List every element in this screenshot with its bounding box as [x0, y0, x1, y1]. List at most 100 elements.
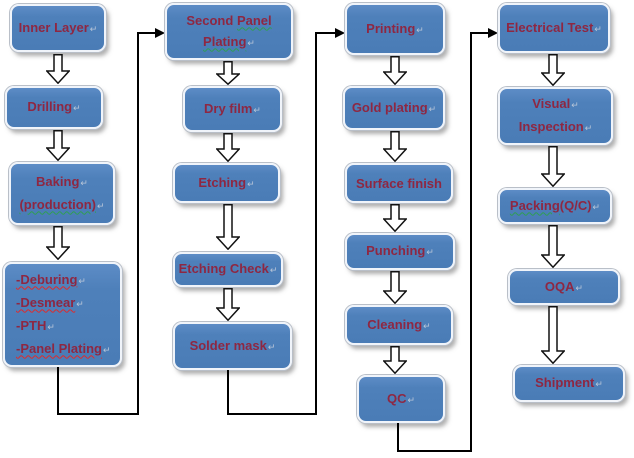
line-break-mark: ↵	[267, 341, 276, 352]
connector-col1-col2-segment	[137, 32, 157, 34]
line-break-mark: ↵	[407, 394, 416, 405]
box-label: Second Panel	[186, 12, 272, 28]
line-break-mark: ↵	[426, 247, 434, 257]
flow-box-surface-finish: Surface finish	[345, 163, 453, 203]
box-label: Baking↵	[36, 171, 88, 194]
down-arrow	[540, 225, 566, 273]
connector-col3-col4-segment	[397, 423, 399, 452]
connector-col3-col4-segment	[470, 32, 490, 34]
line-break-mark: ↵	[97, 200, 105, 211]
line-break-mark: ↵	[575, 282, 584, 293]
connector-col2-col3-segment	[315, 32, 317, 415]
box-label: Solder mask↵	[190, 335, 276, 358]
flow-box-cleaning: Cleaning↵	[345, 305, 453, 345]
box-label: Surface finish	[356, 175, 442, 191]
down-arrow	[540, 306, 566, 369]
flow-box-etching-check: Etching Check↵	[173, 252, 283, 287]
connector-col3-col4-segment	[397, 450, 472, 452]
box-label: Printing↵	[366, 18, 424, 41]
connector-col1-col2-segment	[57, 413, 139, 415]
line-break-mark: ↵	[102, 344, 111, 355]
box-label: -Desmear↵	[16, 292, 84, 315]
flow-box-process-group: -Deburing↵ -Desmear↵ -PTH↵ -Panel Platin…	[3, 262, 122, 367]
connector-col1-col2-segment	[137, 32, 139, 415]
down-arrow	[540, 146, 566, 192]
box-label: Shipment↵	[535, 372, 603, 395]
down-arrow	[382, 131, 408, 167]
box-label: Inner Layer↵	[19, 17, 98, 40]
line-break-mark: ↵	[416, 24, 424, 35]
connector-col2-col3-segment	[315, 32, 337, 34]
flow-box-inner-layer: Inner Layer↵	[10, 4, 106, 52]
box-label: Cleaning↵	[367, 314, 430, 337]
box-label: Inspection↵	[519, 116, 593, 139]
box-label: -Panel Plating↵	[16, 338, 111, 361]
box-label: Electrical Test↵	[506, 17, 602, 40]
line-break-mark: ↵	[595, 379, 603, 389]
line-break-mark: ↵	[47, 321, 55, 332]
flow-box-packing: Packing(Q/C)↵	[498, 188, 612, 224]
down-arrow	[382, 346, 408, 379]
line-break-mark: ↵	[73, 103, 81, 113]
line-break-mark: ↵	[269, 265, 278, 275]
line-break-mark: ↵	[428, 103, 437, 114]
connector-col1-col2-segment	[57, 367, 59, 414]
box-label: OQA↵	[545, 276, 583, 299]
connector-arrowhead	[335, 28, 345, 38]
line-break-mark: ↵	[253, 104, 261, 115]
flow-box-drilling: Drilling↵	[5, 86, 103, 129]
line-break-mark: ↵	[80, 177, 88, 188]
flow-box-gold-plating: Gold plating↵	[343, 86, 445, 130]
flow-box-shipment: Shipment↵	[513, 365, 625, 402]
box-label: Dry film↵	[204, 98, 261, 121]
flow-box-etching: Etching↵	[173, 163, 280, 203]
line-break-mark: ↵	[78, 275, 86, 286]
down-arrow	[215, 133, 241, 167]
box-label: -PTH↵	[16, 315, 55, 338]
box-label: Gold plating↵	[352, 97, 436, 120]
down-arrow	[45, 130, 71, 166]
down-arrow	[45, 54, 71, 89]
down-arrow	[214, 61, 242, 90]
flow-box-punching: Punching↵	[345, 233, 455, 270]
flow-box-baking: Baking↵ (production)↵	[9, 162, 115, 225]
down-arrow	[540, 54, 566, 91]
box-label: -Deburing↵	[16, 269, 86, 292]
flow-box-electrical-test: Electrical Test↵	[498, 3, 610, 53]
connector-col2-col3-segment	[227, 370, 229, 415]
line-break-mark: ↵	[584, 123, 593, 133]
down-arrow	[215, 204, 241, 255]
line-break-mark: ↵	[247, 178, 255, 189]
line-break-mark: ↵	[571, 100, 579, 110]
down-arrow	[215, 288, 241, 326]
flow-box-qc: QC↵	[357, 375, 445, 423]
line-break-mark: ↵	[594, 23, 602, 34]
flow-box-solder-mask: Solder mask↵	[173, 322, 292, 370]
line-break-mark: ↵	[247, 37, 255, 48]
connector-col2-col3-segment	[227, 413, 317, 415]
box-label: Drilling↵	[27, 96, 80, 119]
flow-box-dry-film: Dry film↵	[183, 86, 282, 132]
line-break-mark: ↵	[89, 23, 98, 34]
box-label: Punching↵	[366, 240, 434, 263]
flow-box-second-panel-plating: Second Panel Plating↵	[165, 3, 293, 60]
flow-box-visual-inspection: Visual↵ Inspection↵	[498, 87, 613, 145]
box-label: QC↵	[387, 388, 415, 411]
connector-arrowhead	[488, 28, 498, 38]
flow-box-printing: Printing↵	[345, 3, 445, 55]
connector-col3-col4-segment	[470, 32, 472, 452]
line-break-mark: ↵	[76, 298, 84, 309]
line-break-mark: ↵	[592, 201, 601, 212]
box-label: (production)↵	[19, 194, 104, 217]
box-label: Visual↵	[532, 93, 579, 116]
down-arrow	[382, 204, 408, 237]
box-label: Etching Check↵	[179, 258, 278, 281]
connector-arrowhead	[155, 28, 165, 38]
down-arrow	[45, 226, 71, 265]
down-arrow	[382, 56, 408, 90]
box-label: Packing(Q/C)↵	[510, 195, 600, 218]
down-arrow	[382, 271, 408, 309]
line-break-mark: ↵	[423, 320, 431, 331]
box-label: Plating↵	[203, 31, 255, 54]
